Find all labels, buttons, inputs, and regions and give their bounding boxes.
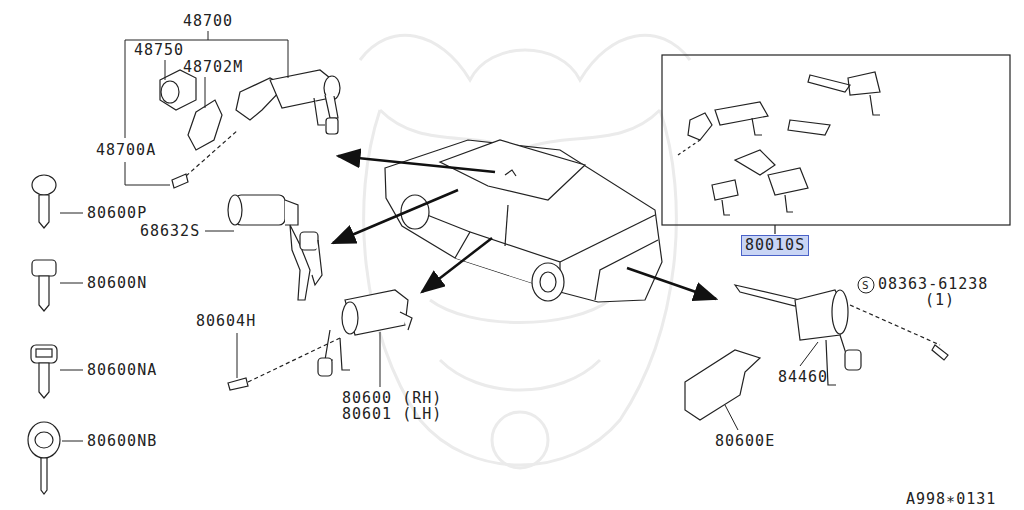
callout-number: 68632S	[140, 223, 200, 240]
callout-number: 80600E	[715, 433, 775, 450]
callout-number: 80600NA	[87, 362, 157, 379]
callout-number: 48702M	[183, 59, 243, 76]
circled-symbol: S	[862, 277, 869, 294]
callout-number: 08363-61238	[878, 276, 988, 293]
leader-line	[60, 31, 874, 441]
ignition-lock	[160, 70, 340, 188]
part-number-highlight: 80010S	[741, 235, 809, 256]
part-number: 80010S	[745, 236, 805, 254]
callout-number: 48700A	[96, 142, 156, 159]
callout-number: 48750	[134, 42, 184, 59]
key-icon	[28, 175, 60, 494]
callout-number: A998∗0131	[906, 491, 996, 508]
callout-number: 80604H	[196, 313, 256, 330]
trunk-lock	[685, 285, 948, 420]
callout-number: 80600N	[87, 275, 147, 292]
callout-number: 80600 (RH)	[342, 390, 442, 407]
callout-number: 80600P	[87, 205, 147, 222]
door-lock	[228, 290, 412, 390]
callout-number: 80601 (LH)	[342, 406, 442, 423]
callout-number: 84460	[778, 369, 828, 386]
callout-number: (1)	[925, 292, 955, 309]
glovebox-lock	[228, 195, 322, 300]
pointer-arrow	[333, 156, 716, 299]
kit-inset	[662, 55, 1010, 234]
callout-number: 48700	[183, 13, 233, 30]
callout-number: 80600NB	[87, 433, 157, 450]
